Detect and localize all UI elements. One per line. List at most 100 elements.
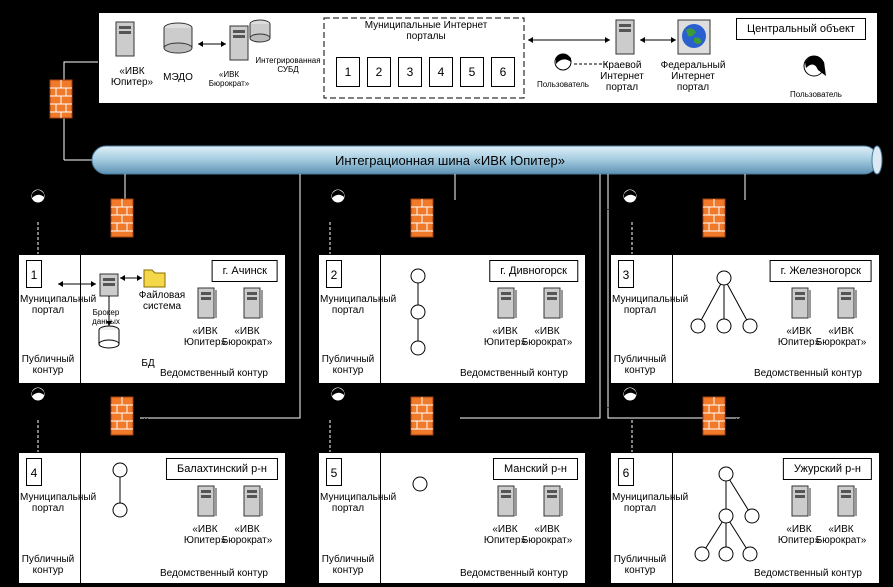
- globe-icon: [677, 19, 711, 55]
- dept-contour-label: Ведомственный контур: [160, 568, 268, 579]
- dept-contour-label: Ведомственный контур: [754, 368, 862, 379]
- district-number: 5: [326, 458, 342, 486]
- public-contour-label: Публичный контур: [321, 354, 375, 376]
- contour-divider: [380, 254, 381, 384]
- ivk-jupiter-label: «ИВК Юпитер»: [110, 66, 154, 88]
- district-number: 2: [326, 260, 342, 288]
- user-label: Пользователь: [537, 80, 589, 89]
- contour-divider: [380, 452, 381, 584]
- dept-contour-label: Ведомственный контур: [754, 568, 862, 579]
- server-burokrat-label: «ИВК Бюрократ»: [221, 524, 273, 546]
- contour-divider: [672, 254, 673, 384]
- public-contour-label: Публичный контур: [21, 354, 75, 376]
- server-jupiter-label: «ИВК Юпитер»: [183, 326, 227, 348]
- contour-divider: [80, 452, 81, 584]
- firewall-icon: [702, 198, 726, 238]
- user-label: Пользователь: [313, 208, 365, 217]
- firewall-label: «ИВК Кольчуга»: [443, 408, 481, 426]
- server-jupiter-label: «ИВК Юпитер»: [183, 524, 227, 546]
- server-icon: [115, 21, 135, 57]
- server-burokrat-label: «ИВК Бюрократ»: [815, 326, 867, 348]
- public-contour-label: Публичный контур: [321, 554, 375, 576]
- server-icon: [497, 287, 517, 319]
- district-number: 1: [26, 260, 42, 288]
- broker-label: Брокер данных: [92, 308, 120, 326]
- database-icon: [163, 22, 193, 54]
- firewall-icon: [49, 79, 73, 119]
- server-icon: [837, 287, 857, 319]
- firewall-icon: [110, 396, 134, 436]
- firewall-label: «ИВК Кольчуга»: [735, 408, 773, 426]
- contour-divider: [672, 452, 673, 584]
- server-burokrat-label: «ИВК Бюрократ»: [221, 326, 273, 348]
- server-icon: [837, 485, 857, 517]
- server-icon: [243, 485, 263, 517]
- user-label: Пользователь: [13, 406, 65, 415]
- public-contour-label: Публичный контур: [21, 554, 75, 576]
- server-burokrat-label: «ИВК Бюрократ»: [815, 524, 867, 546]
- user-icon: [30, 188, 46, 204]
- server-burokrat-label: «ИВК Бюрократ»: [521, 524, 573, 546]
- portal-number-box: 2: [367, 57, 391, 87]
- medo-label: МЭДО: [163, 72, 193, 83]
- portal-number-box: 6: [491, 57, 515, 87]
- dept-contour-label: Ведомственный контур: [160, 368, 268, 379]
- user-icon: [622, 386, 638, 402]
- bus-label: Интеграционная шина «ИВК Юпитер»: [334, 153, 565, 168]
- user-icon: [30, 386, 46, 402]
- district-number: 6: [618, 458, 634, 486]
- server-icon: [497, 485, 517, 517]
- district-name: г. Железногорск: [769, 260, 872, 282]
- municipal-portal-label: Муниципальный портал: [612, 294, 689, 316]
- firewall-label: «ИВК Кольчуга»: [443, 210, 481, 228]
- district-number: 4: [26, 458, 42, 486]
- server-icon: [197, 485, 217, 517]
- server-icon: [243, 287, 263, 319]
- district-name: Балахтинский р-н: [165, 458, 278, 480]
- user-label: Пользователь: [605, 406, 657, 415]
- central-firewall-label: «ИВК Кольчуга»: [15, 138, 53, 156]
- db-label: БД: [141, 358, 155, 369]
- user-icon: [803, 55, 826, 77]
- server-icon: [543, 287, 563, 319]
- node-tree: [412, 476, 428, 492]
- smev-label: СМЭВ: [438, 124, 474, 138]
- firewall-icon: [702, 396, 726, 436]
- user-icon: [622, 188, 638, 204]
- district-panel: [318, 254, 586, 384]
- firewall-icon: [110, 198, 134, 238]
- server-icon: [197, 287, 217, 319]
- firewall-icon: [410, 396, 434, 436]
- central-title: Центральный объект: [736, 18, 866, 40]
- server-burokrat-label: «ИВК Бюрократ»: [521, 326, 573, 348]
- federal-portal-label: Федеральный Интернет портал: [660, 60, 726, 93]
- user-label: Пользователь: [13, 208, 65, 217]
- dept-contour-label: Ведомственный контур: [460, 568, 568, 579]
- database-icon: [249, 19, 271, 43]
- user-icon: [554, 53, 572, 71]
- contour-divider: [80, 254, 81, 384]
- server-icon: [791, 485, 811, 517]
- portal-number-box: 1: [336, 57, 360, 87]
- portals-title: Муниципальные Интернет порталы: [364, 20, 488, 42]
- district-name: Ужурский р-н: [782, 458, 872, 480]
- firewall-icon: [410, 198, 434, 238]
- node-tree: [112, 462, 128, 518]
- portal-number-box: 3: [398, 57, 422, 87]
- dept-contour-label: Ведомственный контур: [460, 368, 568, 379]
- user-label: Пользователь: [605, 208, 657, 217]
- server-icon: [229, 25, 249, 61]
- server-jupiter-label: «ИВК Юпитер»: [777, 524, 821, 546]
- municipal-portal-label: Муниципальный портал: [612, 492, 689, 514]
- portal-number-box: 5: [460, 57, 484, 87]
- node-tree: [694, 466, 760, 562]
- public-contour-label: Публичный контур: [613, 554, 667, 576]
- municipal-portal-label: Муниципальный портал: [320, 492, 397, 514]
- district-name: Манский р-н: [493, 458, 578, 480]
- user-right-label: Пользователь: [790, 90, 842, 99]
- firewall-label: «ИВК Кольчуга»: [735, 210, 773, 228]
- server-jupiter-label: «ИВК Юпитер»: [777, 326, 821, 348]
- municipal-portal-label: Муниципальный портал: [20, 294, 97, 316]
- server-icon: [615, 19, 635, 55]
- node-tree: [690, 270, 758, 334]
